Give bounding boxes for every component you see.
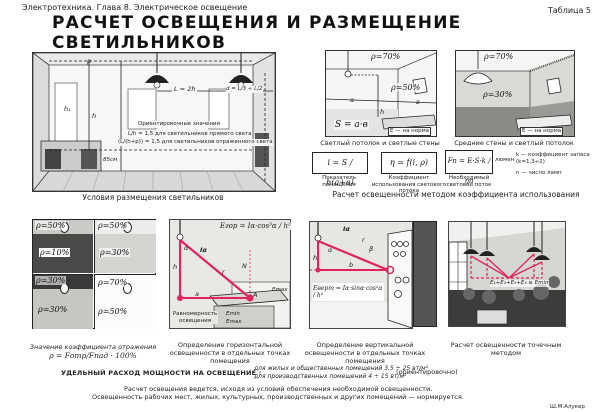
reflection-cell-3-bottom: ρ=30%	[38, 305, 68, 314]
reflection-cell-1-bottom: ρ=10%	[39, 248, 71, 257]
room1-rho-ceiling: ρ=70%	[370, 52, 402, 61]
room1-caption: Светлый потолок и светлые стены	[320, 139, 440, 147]
room-index-caption: Показатель помещения	[322, 175, 356, 188]
author-signature: Ш.М.Алукер	[550, 404, 585, 410]
notes-title: Ориентировочные значения	[138, 121, 220, 128]
room-medium-walls-light-ceiling	[455, 50, 575, 137]
label-h1: h₁	[64, 105, 71, 113]
lumen-unit: люмен	[495, 157, 515, 163]
power-consumption-label: УДЕЛЬНЫЙ РАСХОД МОЩНОСТИ НА ОСВЕЩЕНИЕ :	[61, 369, 262, 377]
legend-k: k — коэффициент запаса (k=1,3÷2)	[516, 152, 590, 165]
horizontal-illuminance-diagram	[169, 219, 291, 329]
reflection-formula: ρ = Fотр/Fпад · 100%	[49, 351, 137, 360]
point-method-diagram	[448, 221, 566, 327]
note-reflected-light: (L/(h+p)) = 1,5 для светильников отражен…	[118, 139, 273, 146]
point-method-formula: E₁+E₂+E₃+E₄ ≥ Emin	[490, 280, 549, 287]
reflection-cell-2: ρ=50% ρ=30%	[94, 220, 156, 273]
vertical-geometry	[310, 222, 412, 328]
vertical-label-beta: β	[369, 245, 374, 253]
vertical-illuminance-diagram	[309, 221, 413, 329]
uniformity-label: Равномерность освещения	[172, 311, 218, 324]
horizontal-label-h: h	[173, 263, 178, 271]
vertical-label-h: h	[313, 254, 318, 262]
horizontal-label-I: Iα	[200, 246, 207, 254]
horizontal-label-a: a	[195, 290, 199, 298]
horizontal-label-alpha: α	[184, 244, 189, 252]
room-2-drawing	[456, 51, 574, 136]
reflection-caption: Значение коэффициента отражения	[29, 343, 157, 351]
point-method-caption: Расчет освещенности точечным методом	[450, 341, 562, 357]
reflection-cell-3: ρ=30% ρ=30%	[33, 274, 93, 329]
reflection-cell-1: ρ=50% ρ=10%	[33, 220, 93, 273]
reflection-cell-3-top: ρ=30%	[35, 276, 67, 285]
room1-area-formula: S = a·в	[334, 120, 369, 130]
vertical-label-r: r	[362, 236, 365, 244]
room1-label-b: в	[416, 98, 420, 106]
wall-shading	[413, 221, 437, 327]
horizontal-geometry	[176, 220, 290, 328]
label-p: p	[87, 57, 92, 65]
room1-rho-wall: ρ=50%	[390, 83, 422, 92]
label-spacing: L = 2h	[172, 85, 198, 93]
room2-rho-wall: ρ=30%	[483, 90, 513, 99]
footer-line-2: Освещенность рабочих мест, жилых, культу…	[92, 393, 464, 401]
reflection-cell-4: ρ=70% ρ=50%	[94, 274, 156, 329]
footer-line-1: Расчет освещения ведется, исходя из усло…	[124, 385, 433, 393]
horizontal-label-r: r	[222, 268, 225, 276]
horizontal-emax-2: Emax	[226, 319, 242, 325]
power-residential: для жилых и общественных помещений 3,5 ÷…	[254, 365, 429, 372]
room-index-formula: i = S / h(a+в)	[312, 152, 368, 187]
page-title: РАСЧЕТ ОСВЕЩЕНИЯ И РАЗМЕЩЕНИЕ СВЕТИЛЬНИК…	[52, 13, 462, 53]
room1-label-a: a	[350, 96, 354, 104]
vertical-label-alpha: α	[328, 246, 333, 254]
vertical-label-b: b	[349, 261, 354, 269]
placement-caption: Условия размещения светильников	[82, 193, 224, 202]
horizontal-label-A: A	[253, 291, 258, 299]
luminous-flux-caption: Необходимый световой поток	[446, 175, 492, 188]
utilization-caption: Расчет освещенности методом коэффициента…	[332, 190, 580, 199]
room2-caption: Средние стены и светлый потолок	[454, 139, 574, 147]
reflection-cell-4-bottom: ρ=50%	[97, 307, 129, 316]
room2-rho-ceiling: ρ=70%	[483, 52, 515, 61]
horizontal-formula: Eгор = Iα·cos³α / h²	[220, 222, 291, 230]
horizontal-label-N: N	[242, 262, 247, 270]
label-h: h	[92, 112, 97, 120]
label-85cm: 85см	[103, 157, 118, 163]
room2-desk-label: E — на норма	[520, 127, 564, 136]
legend-n: n — число ламп	[516, 170, 562, 176]
label-wall-distance: d = L/3 ÷ L/2	[226, 86, 263, 93]
reflection-cell-1-top: ρ=50%	[35, 221, 67, 230]
luminous-flux-formula: Fn = E·S·k / ηn	[445, 150, 493, 185]
vertical-formula: Eверт = Iα·sinα·cos²α / h²	[312, 283, 384, 301]
vertical-caption: Определение вертикальной освещенности в …	[304, 341, 426, 365]
horizontal-emin: Emin	[226, 311, 240, 317]
utilization-factor-formula: η = f(i, ρ)	[381, 152, 437, 174]
horizontal-label-emax: Emax	[272, 287, 288, 293]
reflection-grid: ρ=50% ρ=10% ρ=50% ρ=30% ρ=30% ρ=30% ρ=70…	[32, 219, 156, 329]
room1-label-h: h	[380, 108, 385, 116]
horizontal-caption: Определение горизонтальной освещенности …	[169, 341, 291, 365]
room1-desk-label: E — на норма	[388, 127, 432, 136]
point-method-scene	[449, 222, 565, 326]
power-approx-note: (ориентировочно)	[396, 368, 458, 376]
reflection-cell-2-top: ρ=50%	[97, 221, 129, 230]
table-label: Таблица 5	[548, 6, 592, 15]
vertical-label-I: Iα	[343, 225, 350, 233]
note-direct-light: L/h = 1,5 для светильников прямого света	[128, 131, 252, 138]
power-industrial: для производственных помещений 4 ÷ 15 вт…	[254, 373, 407, 380]
breadcrumb: Электротехника. Глава 8. Электрическое о…	[22, 3, 248, 12]
utilization-factor-caption: Коэффициент использования светового пото…	[371, 175, 447, 194]
reflection-cell-2-bottom: ρ=30%	[99, 248, 131, 257]
reflection-cell-4-top: ρ=70%	[97, 278, 129, 287]
